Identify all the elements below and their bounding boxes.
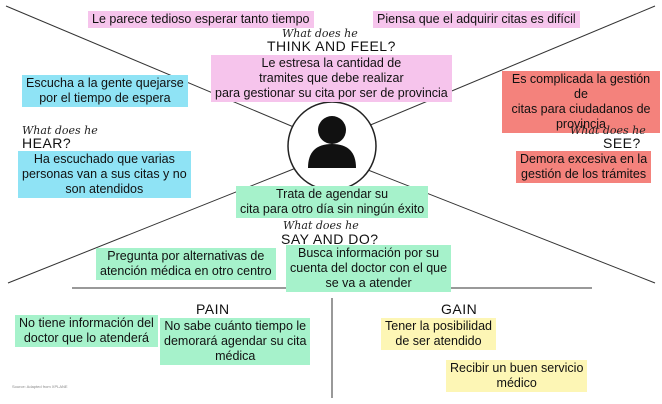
pain-title: PAIN <box>196 301 230 317</box>
gain-note-good-service: Recibir un buen servicio médico <box>446 360 588 392</box>
think-feel-prompt: What does he <box>282 27 358 40</box>
hear-prompt: What does he <box>22 124 98 137</box>
think-feel-note-difficult: Piensa que el adquirir citas es difícil <box>373 11 580 28</box>
diagonal-top-left <box>5 5 297 129</box>
source-credit: Source: Adapted from XPLANE <box>12 384 68 389</box>
gain-note-attended: Tener la posibilidad de ser atendido <box>381 318 497 350</box>
see-title: SEE? <box>603 135 641 151</box>
think-feel-note-tedious: Le parece tedioso esperar tanto tiempo <box>88 11 314 28</box>
hear-note-complaints: Escucha a la gente quejarse por el tiemp… <box>22 75 188 107</box>
hear-title: HEAR? <box>22 135 72 151</box>
pain-note-no-info: No tiene información del doctor que lo a… <box>15 315 158 347</box>
think-feel-note-stress: Le estresa la cantidad de tramites que d… <box>211 55 452 102</box>
person-icon <box>308 116 356 168</box>
see-note-province: Es complicada la gestión de citas para c… <box>502 71 660 133</box>
say-do-note-reschedule: Trata de agendar su cita para otro día s… <box>236 186 429 218</box>
see-note-delay: Demora excesiva en la gestión de los trá… <box>516 151 652 183</box>
gain-title: GAIN <box>441 301 478 317</box>
pain-note-wait-time: No sabe cuánto tiempo le demorará agenda… <box>160 318 311 365</box>
say-do-prompt: What does he <box>283 219 359 232</box>
say-do-note-alternatives: Pregunta por alternativas de atención mé… <box>96 248 276 280</box>
diagonal-top-right <box>367 5 656 127</box>
think-feel-title: THINK AND FEEL? <box>267 38 396 54</box>
see-prompt: What does he <box>570 124 646 137</box>
say-do-note-doctor-info: Busca información por su cuenta del doct… <box>286 245 452 292</box>
hear-note-not-attended: Ha escuchado que varias personas van a s… <box>18 151 191 198</box>
say-do-title: SAY AND DO? <box>281 231 379 247</box>
